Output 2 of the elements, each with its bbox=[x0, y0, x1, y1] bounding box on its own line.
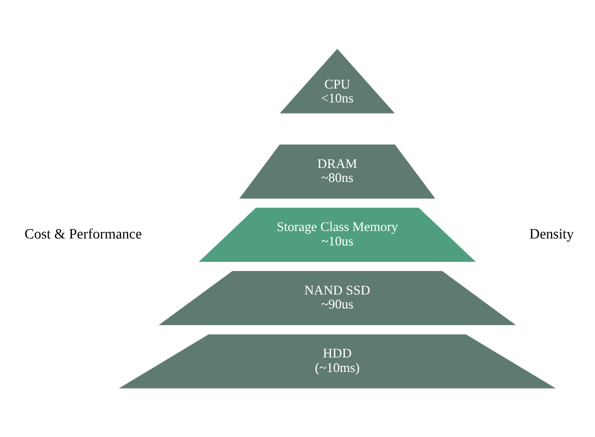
label: Density bbox=[529, 226, 574, 243]
label: Cost & Performance bbox=[24, 226, 142, 243]
